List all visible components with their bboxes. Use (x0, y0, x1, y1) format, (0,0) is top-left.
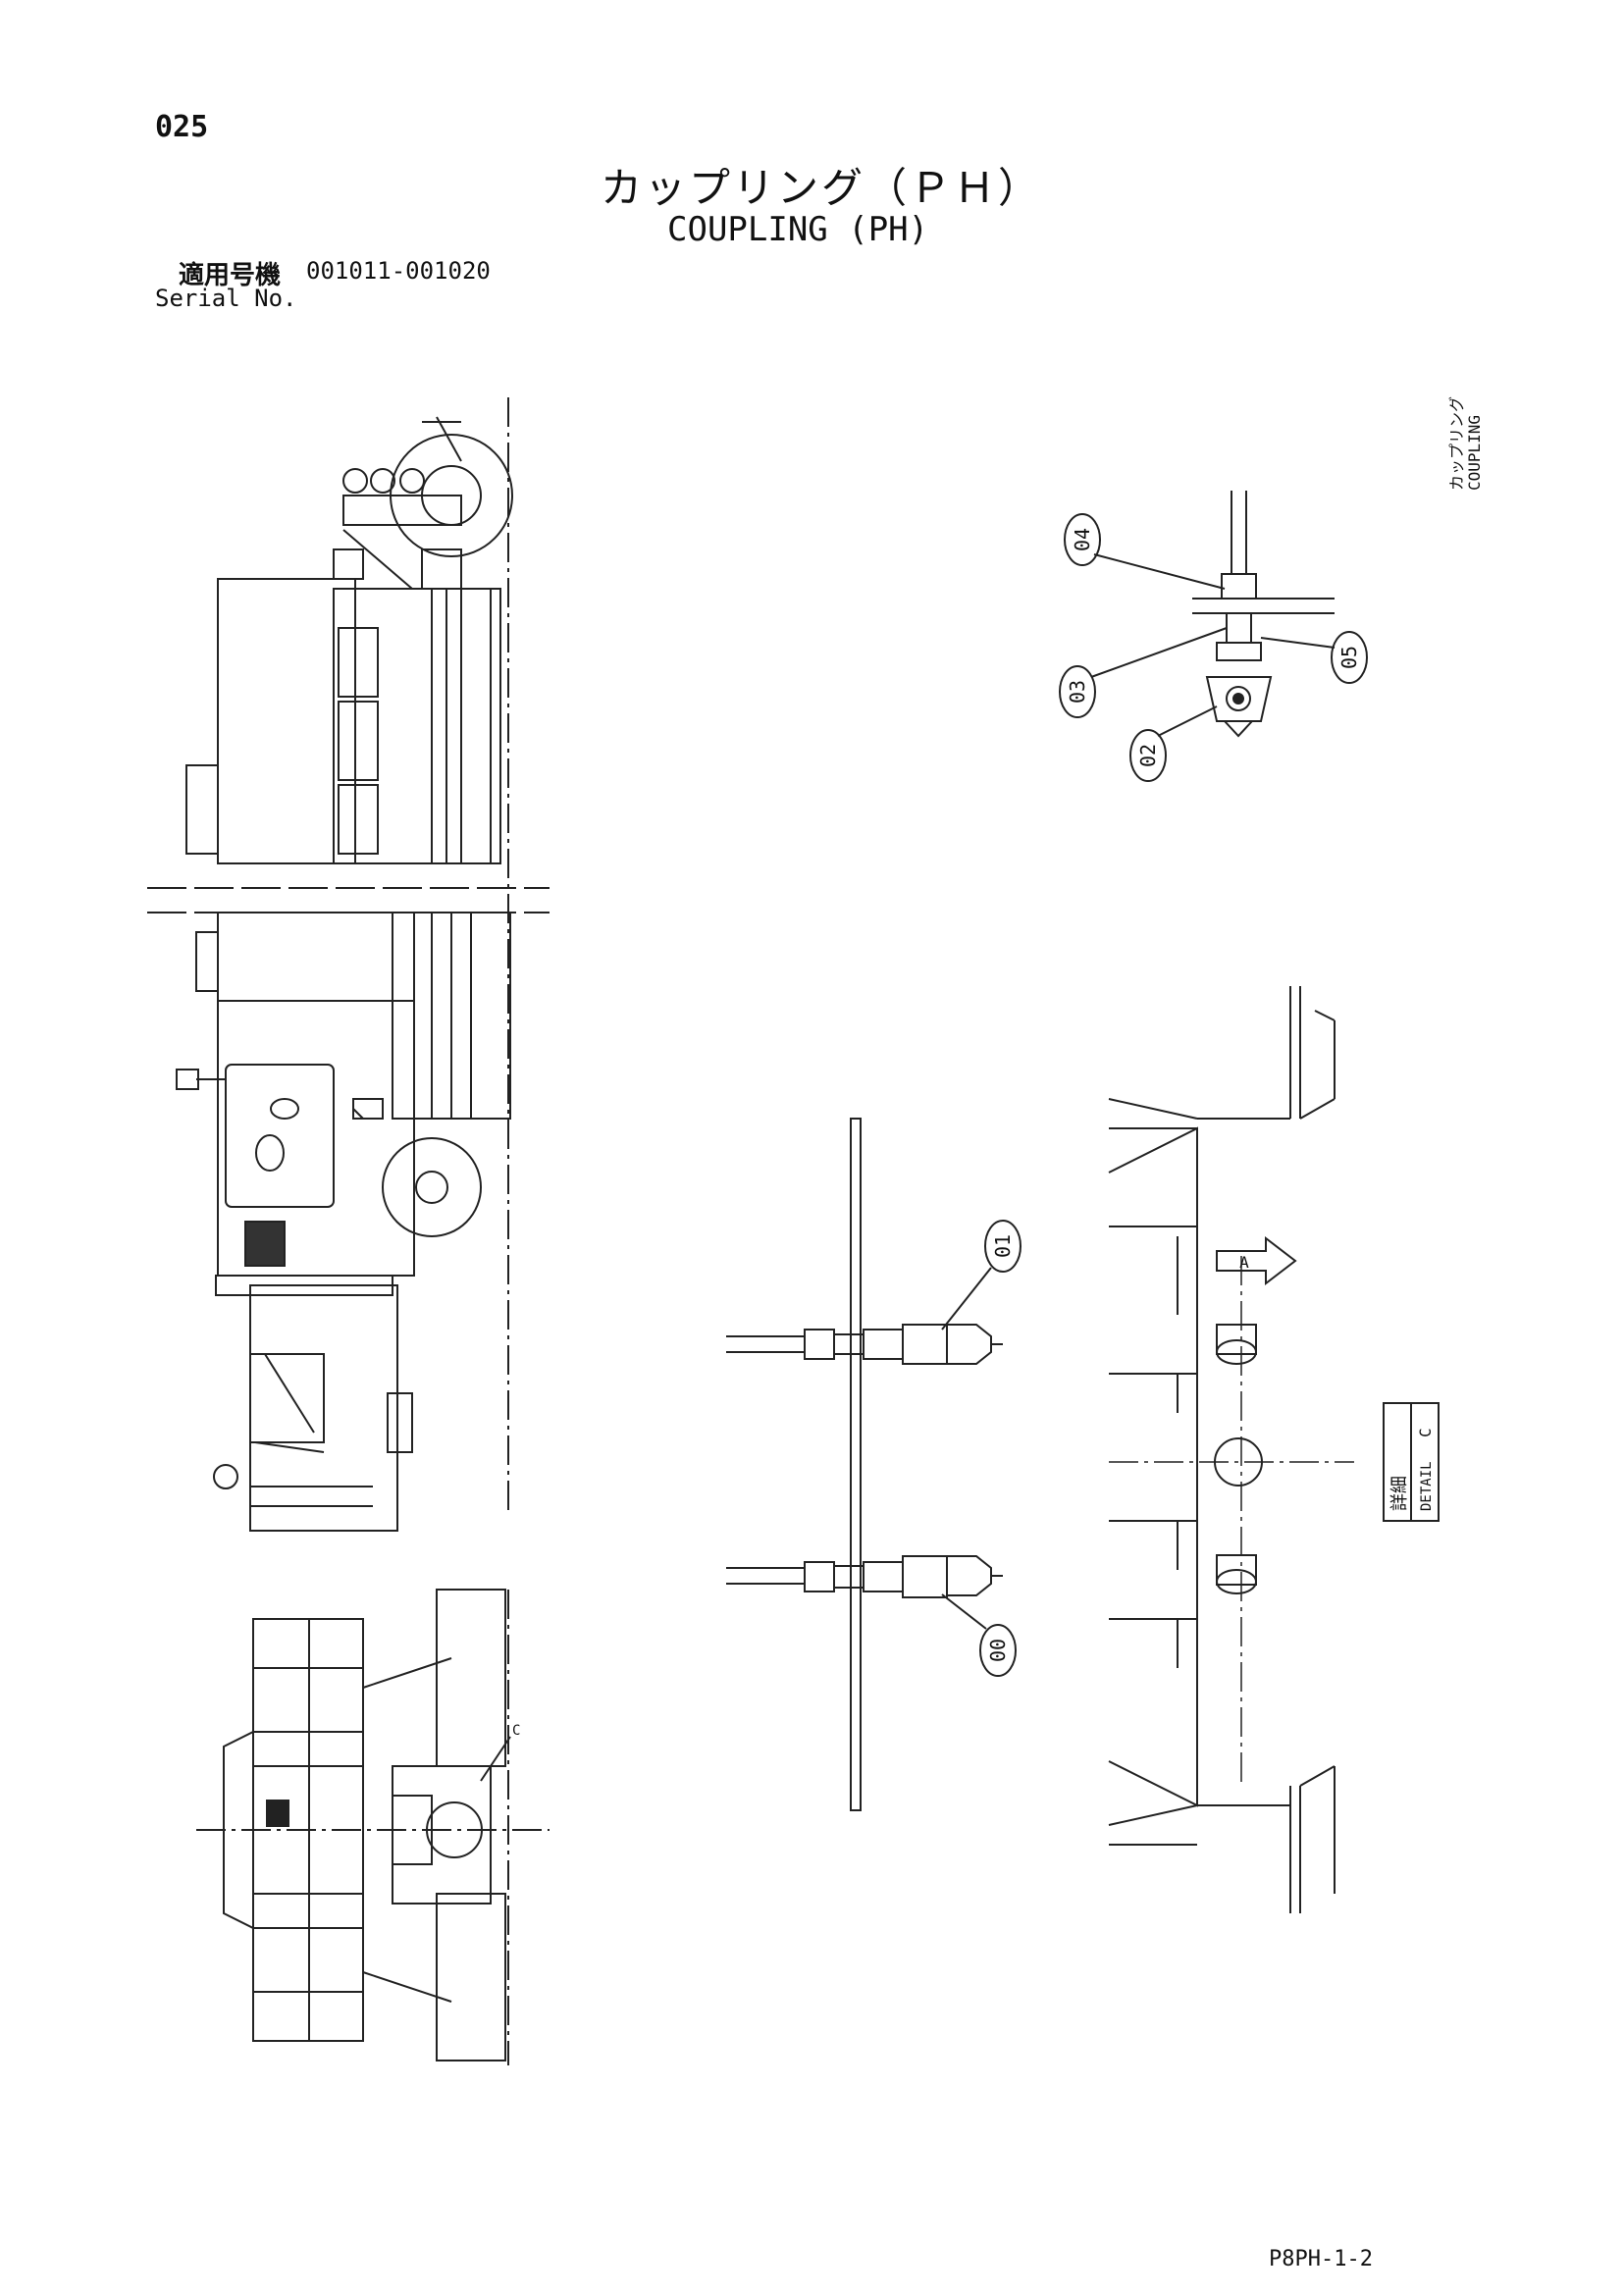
serial-label-english: Serial No. (155, 285, 297, 312)
coupling-detail-top (1192, 491, 1335, 738)
part-number-01: 01 (991, 1234, 1015, 1258)
coupling-hose-assemblies (726, 1118, 1003, 1811)
hopper-outline (1108, 986, 1354, 1913)
part-number-02: 02 (1136, 744, 1160, 767)
view-marker-a: A (1216, 1235, 1297, 1286)
callout-04: 04 (1064, 513, 1226, 590)
serial-label-japanese: 適用号機 (179, 261, 282, 290)
detail-label-en: DETAIL (1419, 1461, 1435, 1511)
side-label-jp: カップリング (1447, 396, 1466, 491)
part-number-04: 04 (1071, 528, 1094, 551)
title-japanese: カップリング（ＰＨ） (601, 164, 1043, 212)
detail-ref: C (1416, 1428, 1435, 1437)
side-label: カップリング COUPLING (1447, 396, 1484, 491)
side-label-en: COUPLING (1465, 415, 1484, 491)
machine-side-view: C (147, 397, 550, 2065)
callout-03: 03 (1059, 627, 1228, 718)
serial-range: 001011-001020 (306, 257, 491, 285)
page-number: 025 (155, 110, 209, 144)
part-number-00: 00 (986, 1639, 1010, 1662)
view-marker-label: A (1239, 1253, 1249, 1272)
machine-detail-ref: C (512, 1723, 520, 1739)
callout-00: 00 (941, 1593, 1017, 1677)
part-number-05: 05 (1337, 646, 1361, 669)
page-code: P8PH-1-2 (1269, 2247, 1373, 2271)
callout-02: 02 (1129, 705, 1218, 782)
title-english: COUPLING (PH) (667, 210, 929, 249)
detail-label-jp: 詳細 (1389, 1476, 1410, 1511)
detail-box: 詳細 DETAIL C (1383, 1402, 1440, 1522)
callout-05: 05 (1260, 631, 1368, 684)
part-number-03: 03 (1066, 680, 1089, 704)
callout-01: 01 (941, 1220, 1022, 1331)
